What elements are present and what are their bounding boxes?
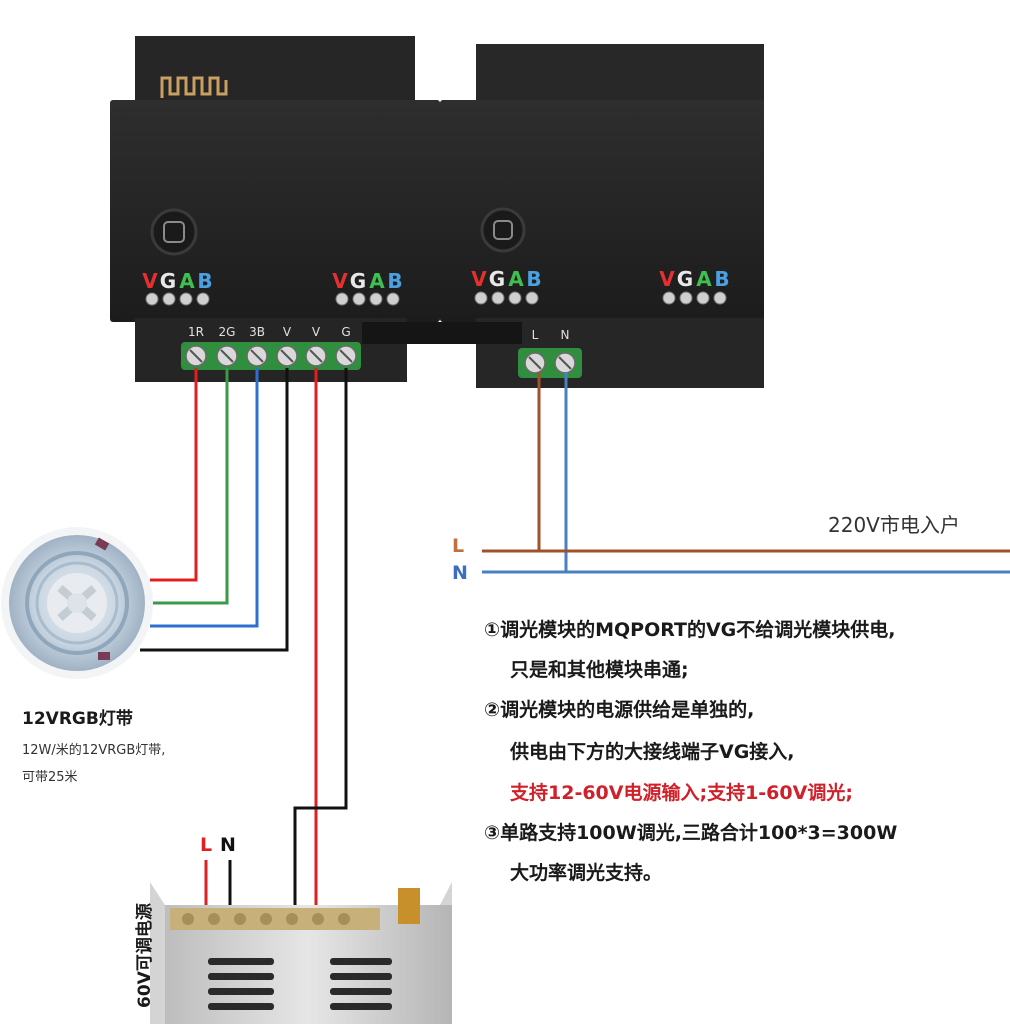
label-a: A — [696, 267, 712, 291]
label-b: B — [197, 269, 212, 293]
mains-l-label: L — [452, 535, 465, 557]
label-v: V — [332, 269, 348, 293]
terminal-label: V — [283, 325, 292, 339]
label-v: V — [659, 267, 675, 291]
signal-terminal-screws — [145, 291, 727, 306]
voltage-knob — [398, 888, 420, 924]
terminal-label: 3B — [249, 325, 265, 339]
output-wires — [140, 368, 348, 908]
mains-terminal-block — [518, 348, 582, 378]
psu-label: 60V可调电源 — [135, 903, 155, 1008]
terminal-label: G — [341, 325, 350, 339]
psu-l-label: L — [200, 834, 213, 856]
terminal-label: 2G — [219, 325, 236, 339]
bottom-terminal-labels: 1R 2G 3B V V G L N — [188, 325, 569, 342]
label-v: V — [471, 267, 487, 291]
note-line: 大功率调光支持。 — [510, 862, 663, 884]
mains-n-label: N — [452, 562, 468, 584]
label-a: A — [369, 269, 385, 293]
vent-slots — [208, 958, 392, 1010]
right-button — [480, 207, 526, 253]
label-b: B — [526, 267, 541, 291]
wire-black — [140, 368, 289, 652]
mains-wires — [482, 372, 1010, 574]
label-a: A — [179, 269, 195, 293]
terminal-label: V — [312, 325, 321, 339]
note-line-highlight: 支持12-60V电源输入;支持1-60V调光; — [510, 782, 853, 804]
psu-n-label: N — [220, 834, 236, 856]
psu-label-wrap: 60V可调电源 — [98, 890, 155, 1020]
output-terminal-block — [181, 342, 361, 370]
note-line: 供电由下方的大接线端子VG接入, — [510, 741, 795, 763]
antenna-icon — [160, 76, 228, 98]
note-line: ①调光模块的MQPORT的VG不给调光模块供电, — [484, 619, 896, 641]
label-g: G — [160, 269, 176, 293]
wire-red — [150, 368, 198, 582]
terminal-label: L — [532, 328, 539, 342]
left-dimmer-module — [110, 36, 440, 382]
label-v: V — [142, 269, 158, 293]
pair-button — [150, 208, 198, 256]
led-strip-desc: 12W/米的12VRGB灯带, — [22, 743, 166, 758]
terminal-label: 1R — [188, 325, 204, 339]
led-strip-title: 12VRGB灯带 — [22, 709, 133, 729]
label-a: A — [508, 267, 524, 291]
label-b: B — [714, 267, 729, 291]
label-b: B — [387, 269, 402, 293]
wire-green — [150, 368, 229, 605]
vgab-labels: V G A B V G A B V G A B V G A B — [142, 267, 729, 293]
note-line: ②调光模块的电源供给是单独的, — [484, 699, 755, 721]
power-supply-unit — [150, 860, 452, 1024]
note-line: ③单路支持100W调光,三路合计100*3=300W — [484, 822, 898, 844]
mains-label: 220V市电入户 — [828, 513, 960, 537]
led-strip-reel — [1, 527, 153, 679]
led-strip-desc: 可带25米 — [22, 770, 78, 785]
terminal-label: N — [561, 328, 570, 342]
wire-power-g — [293, 368, 348, 908]
note-line: 只是和其他模块串通; — [510, 659, 689, 681]
wire-blue — [150, 368, 259, 628]
label-g: G — [350, 269, 366, 293]
label-g: G — [489, 267, 505, 291]
label-g: G — [677, 267, 693, 291]
